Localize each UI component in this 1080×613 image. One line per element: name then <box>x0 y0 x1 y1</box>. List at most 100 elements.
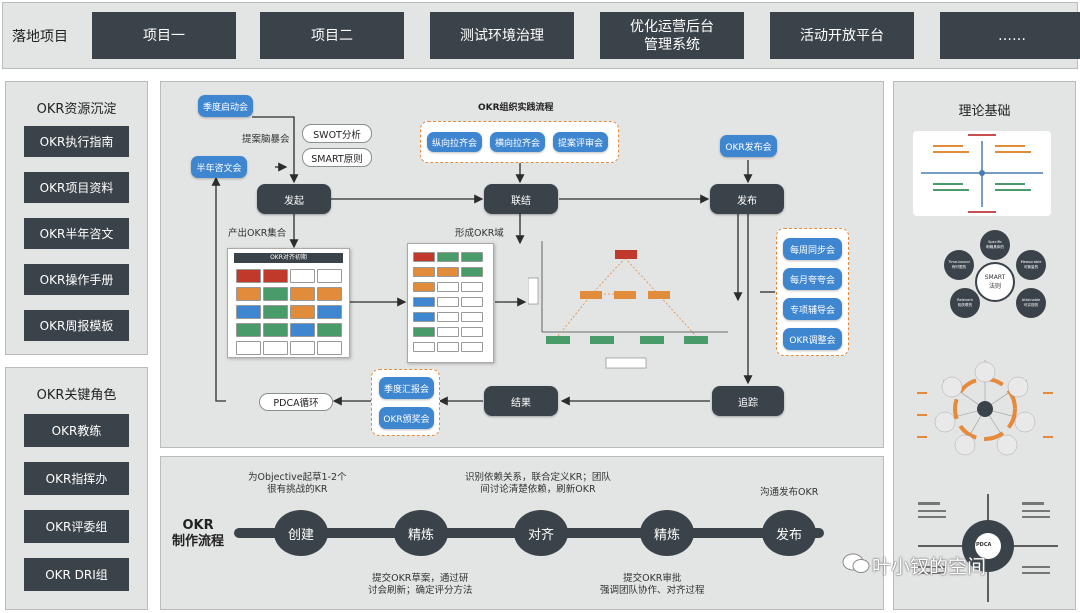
okr-domain-cell <box>461 327 483 337</box>
projects-label: 落地项目 <box>12 29 68 45</box>
flow-note-5: 提交OKR审批 强调团队协作、对齐过程 <box>600 573 705 596</box>
smart-item-5: Time-bound 有时限的 <box>944 250 974 280</box>
resources-title: OKR资源沉淀 <box>36 102 117 117</box>
okr-domain-cell <box>413 282 435 292</box>
okr-card-cell <box>263 287 288 301</box>
okr-domain-cell <box>461 267 483 277</box>
wechat-icon <box>842 552 870 574</box>
resource-item-5[interactable]: OKR周报模板 <box>24 310 129 341</box>
project-4[interactable]: 优化运营后台 管理系统 <box>600 12 744 59</box>
role-item-1[interactable]: OKR教练 <box>24 414 129 447</box>
okr-publish-meeting-button[interactable]: OKR发布会 <box>720 135 777 157</box>
okr-domain-cell <box>437 327 459 337</box>
resource-item-1[interactable]: OKR执行指南 <box>24 126 129 157</box>
flow-note-2: 识别依赖关系，联合定义KR；团队 间讨论清楚依赖，刷新OKR <box>465 472 611 495</box>
practice-title: OKR组织实践流程 <box>478 103 554 113</box>
hierarchy-svg <box>527 241 728 369</box>
smart-pill[interactable]: SMART原则 <box>302 148 372 167</box>
resource-item-3[interactable]: OKR半年咨文 <box>24 218 129 249</box>
align-meeting-1[interactable]: 纵向拉齐会 <box>427 132 482 152</box>
smart-item-1: Specific 明确具体的 <box>980 230 1010 260</box>
okr-card-cell <box>317 341 342 355</box>
okr-domain-cell <box>413 267 435 277</box>
role-item-2[interactable]: OKR指挥办 <box>24 462 129 495</box>
okr-card-cell <box>236 341 261 355</box>
flow-step-2[interactable]: 精炼 <box>394 510 448 556</box>
track-meeting-3[interactable]: 专项辅导会 <box>783 298 842 320</box>
okr-card-cell <box>236 269 261 283</box>
node-connect[interactable]: 联结 <box>484 184 558 214</box>
set-label: 产出OKR集合 <box>228 228 287 239</box>
flow-step-4[interactable]: 精炼 <box>640 510 694 556</box>
okr-card-cell <box>317 269 342 283</box>
flow-note-1: 为Objective起草1-2个 很有挑战的KR <box>248 472 347 495</box>
half-year-button[interactable]: 半年咨文会 <box>191 156 247 178</box>
smart-center: SMART 法则 <box>975 262 1015 302</box>
okr-card-cell <box>317 287 342 301</box>
role-item-4[interactable]: OKR DRI组 <box>24 558 129 591</box>
okr-award-button[interactable]: OKR颁奖会 <box>379 407 434 429</box>
pdca-loop-pill[interactable]: PDCA循环 <box>259 393 333 411</box>
flow-note-3: 沟通发布OKR <box>760 487 819 498</box>
watermark-text: 叶小钗的空间 <box>872 556 987 578</box>
node-launch[interactable]: 发起 <box>257 184 331 214</box>
okr-domain-cell <box>437 267 459 277</box>
swot-lines <box>921 134 1043 213</box>
node-publish[interactable]: 发布 <box>710 184 784 214</box>
flow-step-3[interactable]: 对齐 <box>514 510 568 556</box>
track-meeting-4[interactable]: OKR调整会 <box>783 328 842 350</box>
smart-item-2: Measurable 可衡量的 <box>1016 250 1046 280</box>
okr-domain-cell <box>413 312 435 322</box>
theory-title: 理论基础 <box>958 104 1011 119</box>
brainstorm-label: 提案脑暴会 <box>242 134 290 145</box>
okr-domain-cell <box>461 297 483 307</box>
wheel-svg <box>917 360 1053 456</box>
quarter-report-button[interactable]: 季度汇报会 <box>379 377 434 399</box>
resource-item-4[interactable]: OKR操作手册 <box>24 264 129 295</box>
smart-item-4: Relevant 相关联的 <box>950 288 980 318</box>
flow-step-1[interactable]: 创建 <box>274 510 328 556</box>
quarter-kickoff-button[interactable]: 季度启动会 <box>198 95 253 117</box>
project-2[interactable]: 项目二 <box>260 12 404 59</box>
okr-set-card: OKR对齐初期 <box>227 248 350 358</box>
okr-domain-cell <box>461 342 483 352</box>
okr-card-cell <box>317 323 342 337</box>
project-3[interactable]: 测试环境治理 <box>430 12 574 59</box>
okr-domain-cell <box>437 297 459 307</box>
pdca-center-label: PDCA <box>976 542 992 548</box>
okr-card-cell <box>263 323 288 337</box>
okr-domain-cell <box>437 282 459 292</box>
node-result[interactable]: 结果 <box>484 386 558 416</box>
role-item-3[interactable]: OKR评委组 <box>24 510 129 543</box>
flow-step-5[interactable]: 发布 <box>762 510 816 556</box>
roles-title: OKR关键角色 <box>36 388 117 403</box>
smart-item-3: Attainable 可实现的 <box>1016 288 1046 318</box>
project-1[interactable]: 项目一 <box>92 12 236 59</box>
track-meeting-2[interactable]: 每月夸夸会 <box>783 268 842 290</box>
okr-card-title: OKR对齐初期 <box>234 253 343 263</box>
swot-pill[interactable]: SWOT分析 <box>302 124 372 143</box>
pdca-diagram: PDCA <box>912 486 1064 604</box>
okr-card-cell <box>263 269 288 283</box>
domain-label: 形成OKR域 <box>455 228 504 239</box>
okr-domain-cell <box>437 252 459 262</box>
swot-diagram <box>913 131 1051 216</box>
node-track[interactable]: 追踪 <box>712 386 784 416</box>
wheel-diagram <box>915 352 1055 467</box>
okr-domain-card <box>407 243 494 363</box>
resource-item-2[interactable]: OKR项目资料 <box>24 172 129 203</box>
okr-domain-cell <box>413 297 435 307</box>
align-meeting-3[interactable]: 提案评审会 <box>553 132 608 152</box>
okr-card-cell <box>263 305 288 319</box>
okr-card-cell <box>290 323 315 337</box>
okr-domain-cell <box>413 327 435 337</box>
okr-card-cell <box>317 305 342 319</box>
pdca-svg <box>918 494 1058 602</box>
track-meeting-1[interactable]: 每周同步会 <box>783 238 842 260</box>
project-6[interactable]: …… <box>940 12 1080 59</box>
project-5[interactable]: 活动开放平台 <box>770 12 914 59</box>
okr-card-cell <box>236 323 261 337</box>
okr-card-cell <box>290 269 315 283</box>
align-meeting-2[interactable]: 横向拉齐会 <box>490 132 545 152</box>
okr-domain-cell <box>413 342 435 352</box>
